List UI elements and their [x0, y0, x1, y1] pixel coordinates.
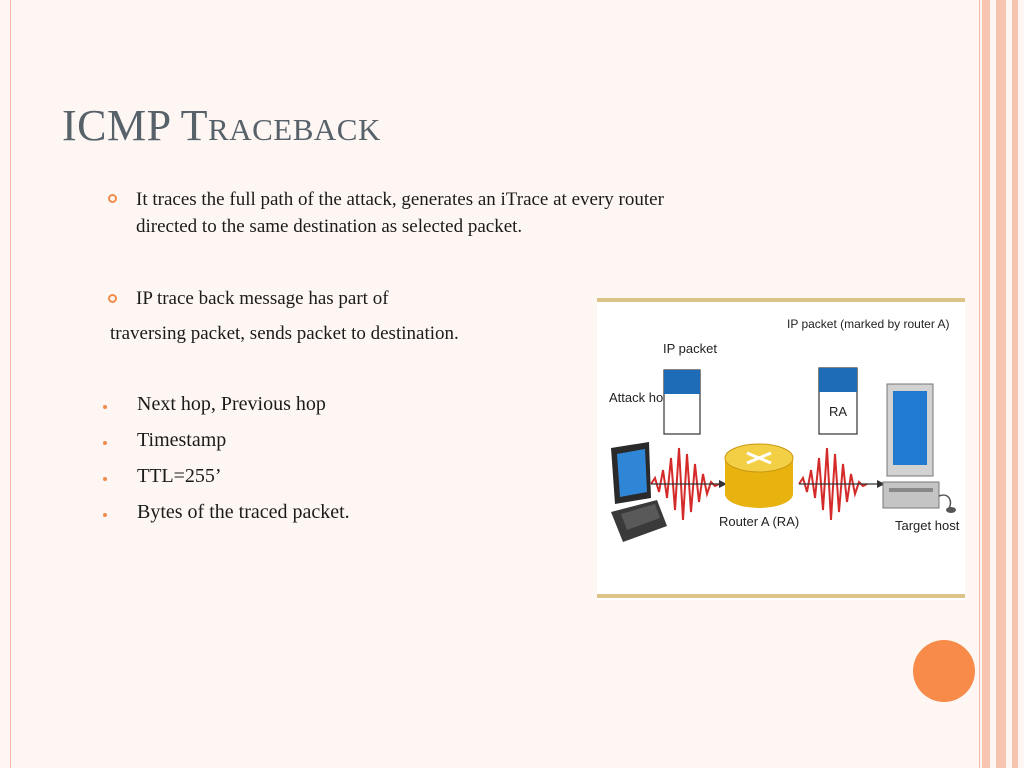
attack-host-label: Attack host: [609, 390, 674, 405]
sub-bullet-dot: [103, 513, 107, 517]
laptop-icon: [611, 442, 667, 542]
bullet-marker: [108, 294, 117, 303]
signal-waveform: [798, 447, 868, 521]
bullet-1-line-2: directed to the same destination as sele…: [136, 216, 523, 237]
ip-packet-label: IP packet: [663, 341, 717, 356]
slide-frame: [10, 0, 980, 768]
sub-bullet-dot: [103, 441, 107, 445]
sub-item-next-hop: Next hop, Previous hop: [137, 393, 326, 415]
bullet-marker: [108, 194, 117, 203]
ra-mark-label: RA: [829, 404, 847, 419]
sub-bullet-dot: [103, 477, 107, 481]
ip-packet-marked-label: IP packet (marked by router A): [787, 317, 950, 331]
bullet-2-line-1: IP trace back message has part of: [136, 288, 389, 309]
sub-item-bytes: Bytes of the traced packet.: [137, 501, 350, 523]
router-label: Router A (RA): [719, 514, 799, 529]
ip-packet-box: [663, 369, 701, 435]
target-host-label: Target host: [895, 518, 960, 533]
sub-bullet-dot: [103, 405, 107, 409]
sub-item-timestamp: Timestamp: [137, 429, 227, 451]
bullet-2-line-2: traversing packet, sends packet to desti…: [110, 323, 459, 344]
traceback-figure: Attack host IP packet Router: [597, 298, 965, 600]
decorative-stripes: [980, 0, 1024, 768]
bullet-1-line-1: It traces the full path of the attack, g…: [136, 189, 664, 210]
decorative-circle: [913, 640, 975, 702]
slide-title: ICMP Traceback: [62, 101, 381, 150]
sub-item-ttl: TTL=255’: [137, 465, 222, 487]
desktop-computer-icon: [882, 383, 956, 513]
router-icon: [724, 443, 794, 508]
signal-waveform: [650, 447, 720, 521]
marked-packet-box: [818, 367, 858, 435]
